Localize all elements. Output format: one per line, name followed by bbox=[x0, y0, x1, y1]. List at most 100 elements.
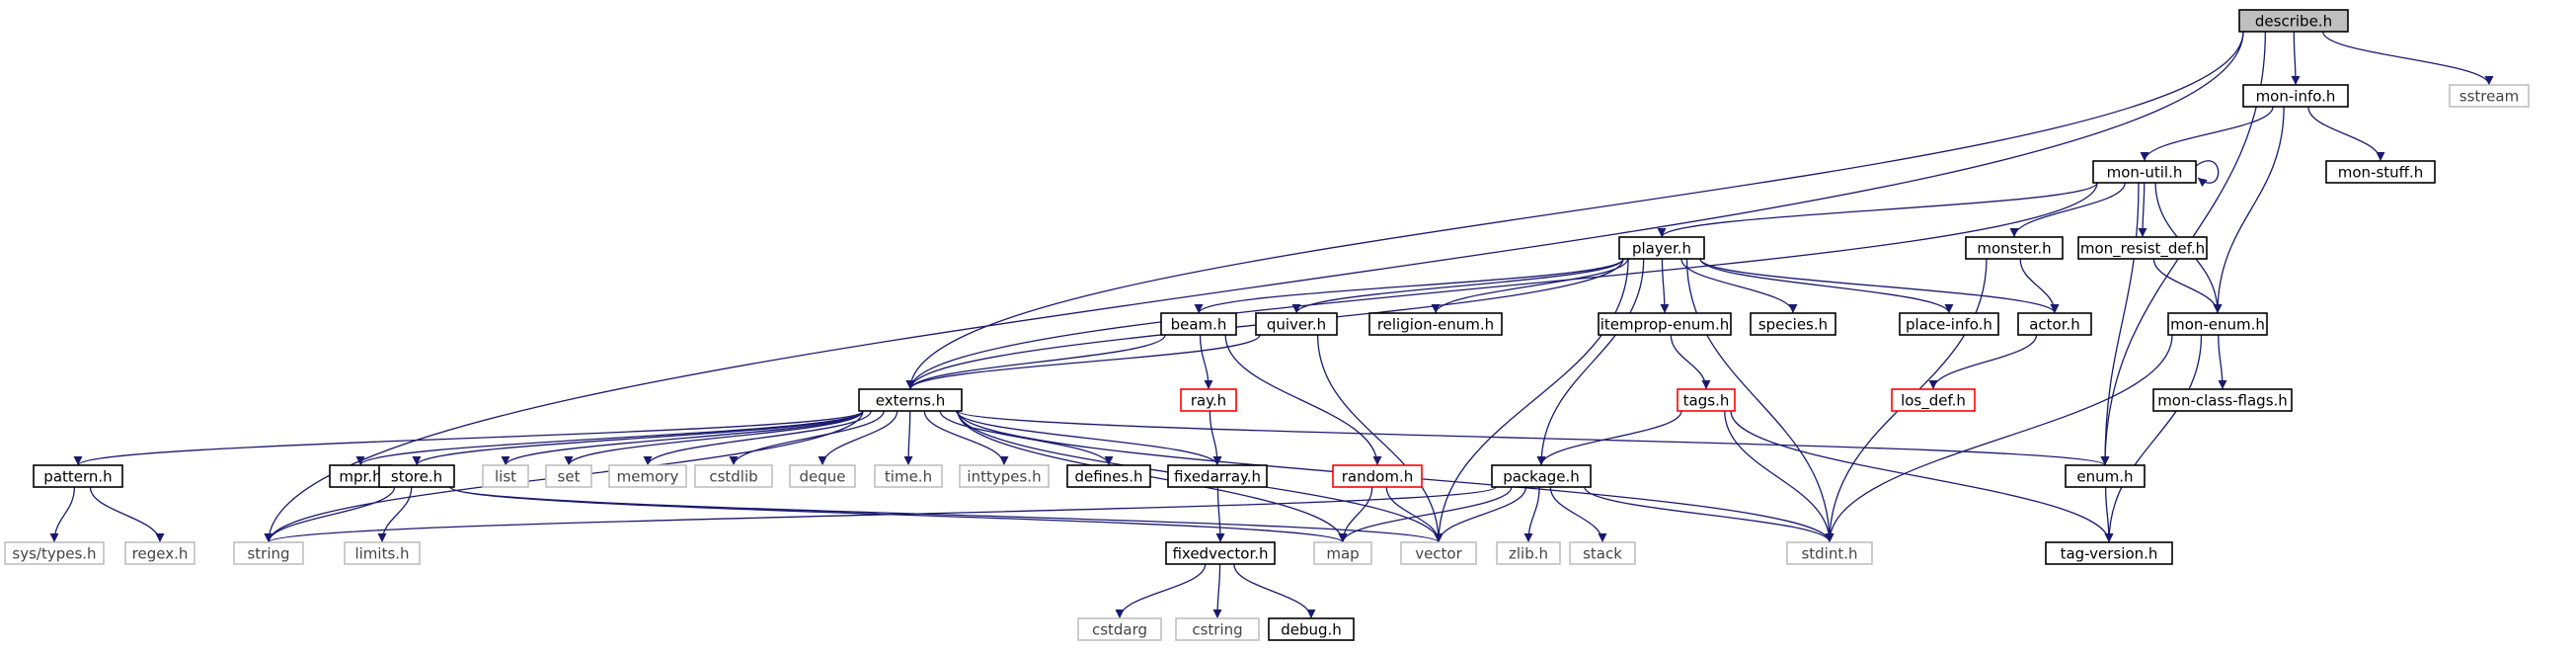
node-label-religion-enum: religion-enum.h bbox=[1377, 316, 1494, 334]
edge-player-to-package bbox=[1536, 258, 1645, 466]
node-label-tags: tags.h bbox=[1683, 392, 1730, 410]
node-label-los_def: los_def.h bbox=[1901, 392, 1966, 411]
node-label-beam: beam.h bbox=[1171, 316, 1227, 334]
edge-mon-util-to-player bbox=[1657, 182, 2098, 238]
node-label-time: time.h bbox=[885, 468, 932, 486]
node-box-limits bbox=[344, 541, 421, 565]
node-itemprop-enum[interactable]: itemprop-enum.h bbox=[1598, 312, 1732, 336]
node-species[interactable]: species.h bbox=[1750, 312, 1836, 336]
node-label-list: list bbox=[495, 468, 516, 486]
edge-player-to-stdint bbox=[1685, 258, 1834, 543]
node-mon-enum[interactable]: mon-enum.h bbox=[2167, 312, 2268, 336]
node-tags[interactable]: tags.h bbox=[1677, 388, 1736, 412]
node-mon_resist_def[interactable]: mon_resist_def.h bbox=[2077, 236, 2208, 260]
node-label-species: species.h bbox=[1758, 316, 1828, 334]
node-label-debug: debug.h bbox=[1281, 621, 1342, 639]
node-describe[interactable]: describe.h bbox=[2238, 9, 2349, 33]
node-label-memory: memory bbox=[617, 468, 679, 486]
edge-describe-to-mon-info bbox=[2291, 31, 2301, 86]
node-box-religion-enum bbox=[1368, 312, 1503, 336]
node-ray[interactable]: ray.h bbox=[1180, 388, 1237, 412]
node-box-cstring bbox=[1175, 617, 1260, 641]
edge-package-to-stack bbox=[1549, 486, 1607, 543]
node-box-cstdarg bbox=[1077, 617, 1162, 641]
edge-pattern-to-regex bbox=[89, 486, 165, 543]
node-tag-version[interactable]: tag-version.h bbox=[2045, 541, 2173, 565]
node-mon-util[interactable]: mon-util.h bbox=[2092, 160, 2197, 184]
node-box-regex bbox=[124, 541, 195, 565]
node-monster[interactable]: monster.h bbox=[1965, 236, 2064, 260]
node-set: set bbox=[545, 464, 592, 488]
node-defines[interactable]: defines.h bbox=[1066, 464, 1151, 488]
edge-externs-to-enum bbox=[957, 410, 2110, 466]
edge-fixedvector-to-cstring bbox=[1212, 563, 1222, 619]
node-box-list bbox=[482, 464, 529, 488]
node-box-mon-info bbox=[2242, 84, 2349, 108]
node-box-stdint bbox=[1786, 541, 1873, 565]
edge-store-to-vector bbox=[449, 486, 1444, 543]
edge-ray-to-fixedarray bbox=[1209, 410, 1222, 466]
node-fixedvector[interactable]: fixedvector.h bbox=[1165, 541, 1276, 565]
node-label-mon-class-flags: mon-class-flags.h bbox=[2157, 392, 2288, 410]
node-beam[interactable]: beam.h bbox=[1160, 312, 1237, 336]
node-actor[interactable]: actor.h bbox=[2017, 312, 2092, 336]
node-mon-class-flags[interactable]: mon-class-flags.h bbox=[2152, 388, 2293, 412]
node-box-fixedvector bbox=[1165, 541, 1276, 565]
node-label-vector: vector bbox=[1415, 545, 1462, 563]
node-externs[interactable]: externs.h bbox=[858, 388, 963, 412]
edge-player-to-actor bbox=[1699, 258, 2060, 314]
node-random[interactable]: random.h bbox=[1332, 464, 1423, 488]
node-label-tag-version: tag-version.h bbox=[2061, 545, 2158, 563]
node-store[interactable]: store.h bbox=[378, 464, 455, 488]
node-box-deque bbox=[789, 464, 856, 488]
node-box-los_def bbox=[1891, 388, 1976, 412]
edge-player-to-place-info bbox=[1699, 258, 1954, 314]
node-box-set bbox=[545, 464, 592, 488]
node-label-quiver: quiver.h bbox=[1267, 316, 1326, 334]
node-label-stack: stack bbox=[1583, 545, 1622, 563]
node-box-itemprop-enum bbox=[1598, 312, 1732, 336]
node-box-map bbox=[1313, 541, 1372, 565]
node-label-describe: describe.h bbox=[2255, 13, 2332, 31]
edge-fixedvector-to-debug bbox=[1233, 563, 1316, 619]
node-quiver[interactable]: quiver.h bbox=[1255, 312, 1338, 336]
edge-player-to-itemprop-enum bbox=[1660, 258, 1670, 314]
node-place-info[interactable]: place-info.h bbox=[1899, 312, 1999, 336]
node-zlib: zlib.h bbox=[1496, 541, 1561, 565]
node-box-defines bbox=[1066, 464, 1151, 488]
node-debug[interactable]: debug.h bbox=[1268, 617, 1355, 641]
node-fixedarray[interactable]: fixedarray.h bbox=[1167, 464, 1268, 488]
node-box-describe bbox=[2238, 9, 2349, 33]
node-regex: regex.h bbox=[124, 541, 195, 565]
edge-monster-to-actor bbox=[2019, 258, 2060, 314]
node-label-regex: regex.h bbox=[132, 545, 189, 563]
edge-itemprop-enum-to-tags bbox=[1670, 334, 1711, 390]
edge-pattern-to-sys-types bbox=[49, 486, 76, 543]
node-box-inttypes bbox=[959, 464, 1050, 488]
node-mon-stuff[interactable]: mon-stuff.h bbox=[2325, 160, 2436, 184]
node-enum[interactable]: enum.h bbox=[2065, 464, 2146, 488]
edge-store-to-string bbox=[264, 486, 396, 543]
node-package[interactable]: package.h bbox=[1491, 464, 1592, 488]
node-label-string: string bbox=[247, 545, 289, 563]
edge-mon-util-to-monster bbox=[2009, 182, 2126, 238]
node-box-species bbox=[1750, 312, 1836, 336]
node-box-enum bbox=[2065, 464, 2146, 488]
node-label-mpr: mpr.h bbox=[339, 468, 381, 486]
node-box-cstdlib bbox=[694, 464, 773, 488]
node-box-mon-util bbox=[2092, 160, 2197, 184]
node-label-ray: ray.h bbox=[1191, 392, 1226, 410]
node-label-mon-enum: mon-enum.h bbox=[2170, 316, 2265, 334]
node-box-quiver bbox=[1255, 312, 1338, 336]
node-player[interactable]: player.h bbox=[1618, 236, 1705, 260]
node-mon-info[interactable]: mon-info.h bbox=[2242, 84, 2349, 108]
node-los_def[interactable]: los_def.h bbox=[1891, 388, 1976, 412]
node-label-enum: enum.h bbox=[2076, 468, 2133, 486]
node-religion-enum[interactable]: religion-enum.h bbox=[1368, 312, 1503, 336]
node-pattern[interactable]: pattern.h bbox=[33, 464, 123, 488]
edge-externs-to-list bbox=[501, 410, 864, 466]
node-box-player bbox=[1618, 236, 1705, 260]
node-stdint: stdint.h bbox=[1786, 541, 1873, 565]
node-box-mon-stuff bbox=[2325, 160, 2436, 184]
